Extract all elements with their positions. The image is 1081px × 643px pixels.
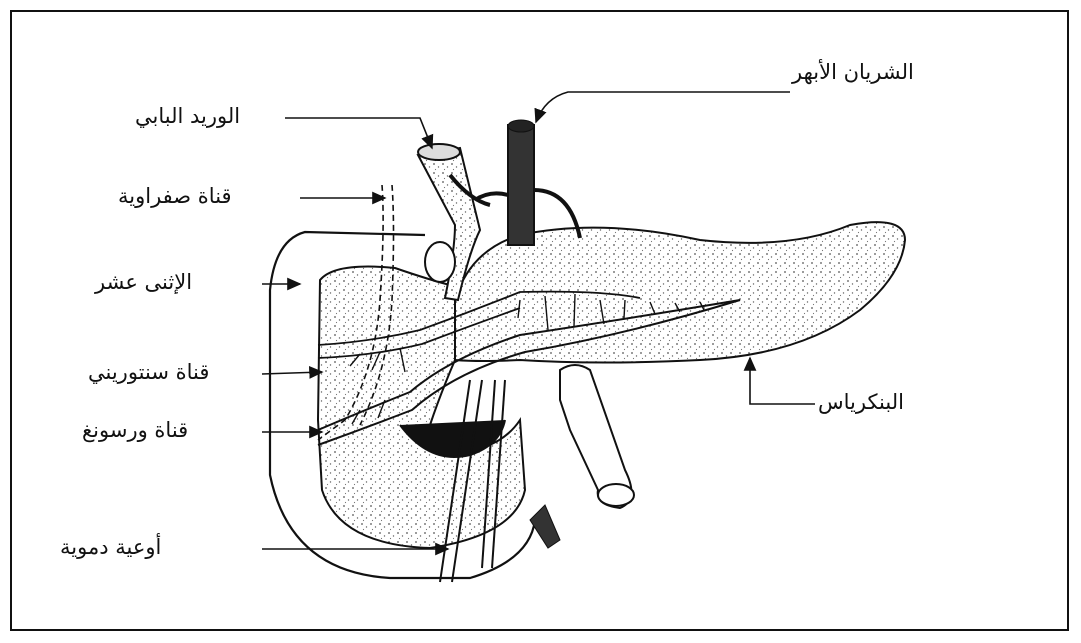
aorta-tube [508,125,534,245]
pancreas-leader [750,358,815,404]
label-duodenum: الإثنى عشر [95,272,192,293]
label-portal-vein: الوريد البابي [135,106,240,127]
label-santorini-duct: قناة سنتوريني [88,362,209,383]
label-aorta: الشريان الأبهر [792,62,914,83]
aorta-leader [536,92,790,122]
label-pancreas: البنكرياس [818,392,904,413]
portal-vein-leader [285,118,432,148]
label-wirsung-duct: قناة ورسونغ [82,420,188,441]
label-blood-vessels: أوعية دموية [60,537,161,558]
label-bile-duct: قناة صفراوية [118,186,232,207]
